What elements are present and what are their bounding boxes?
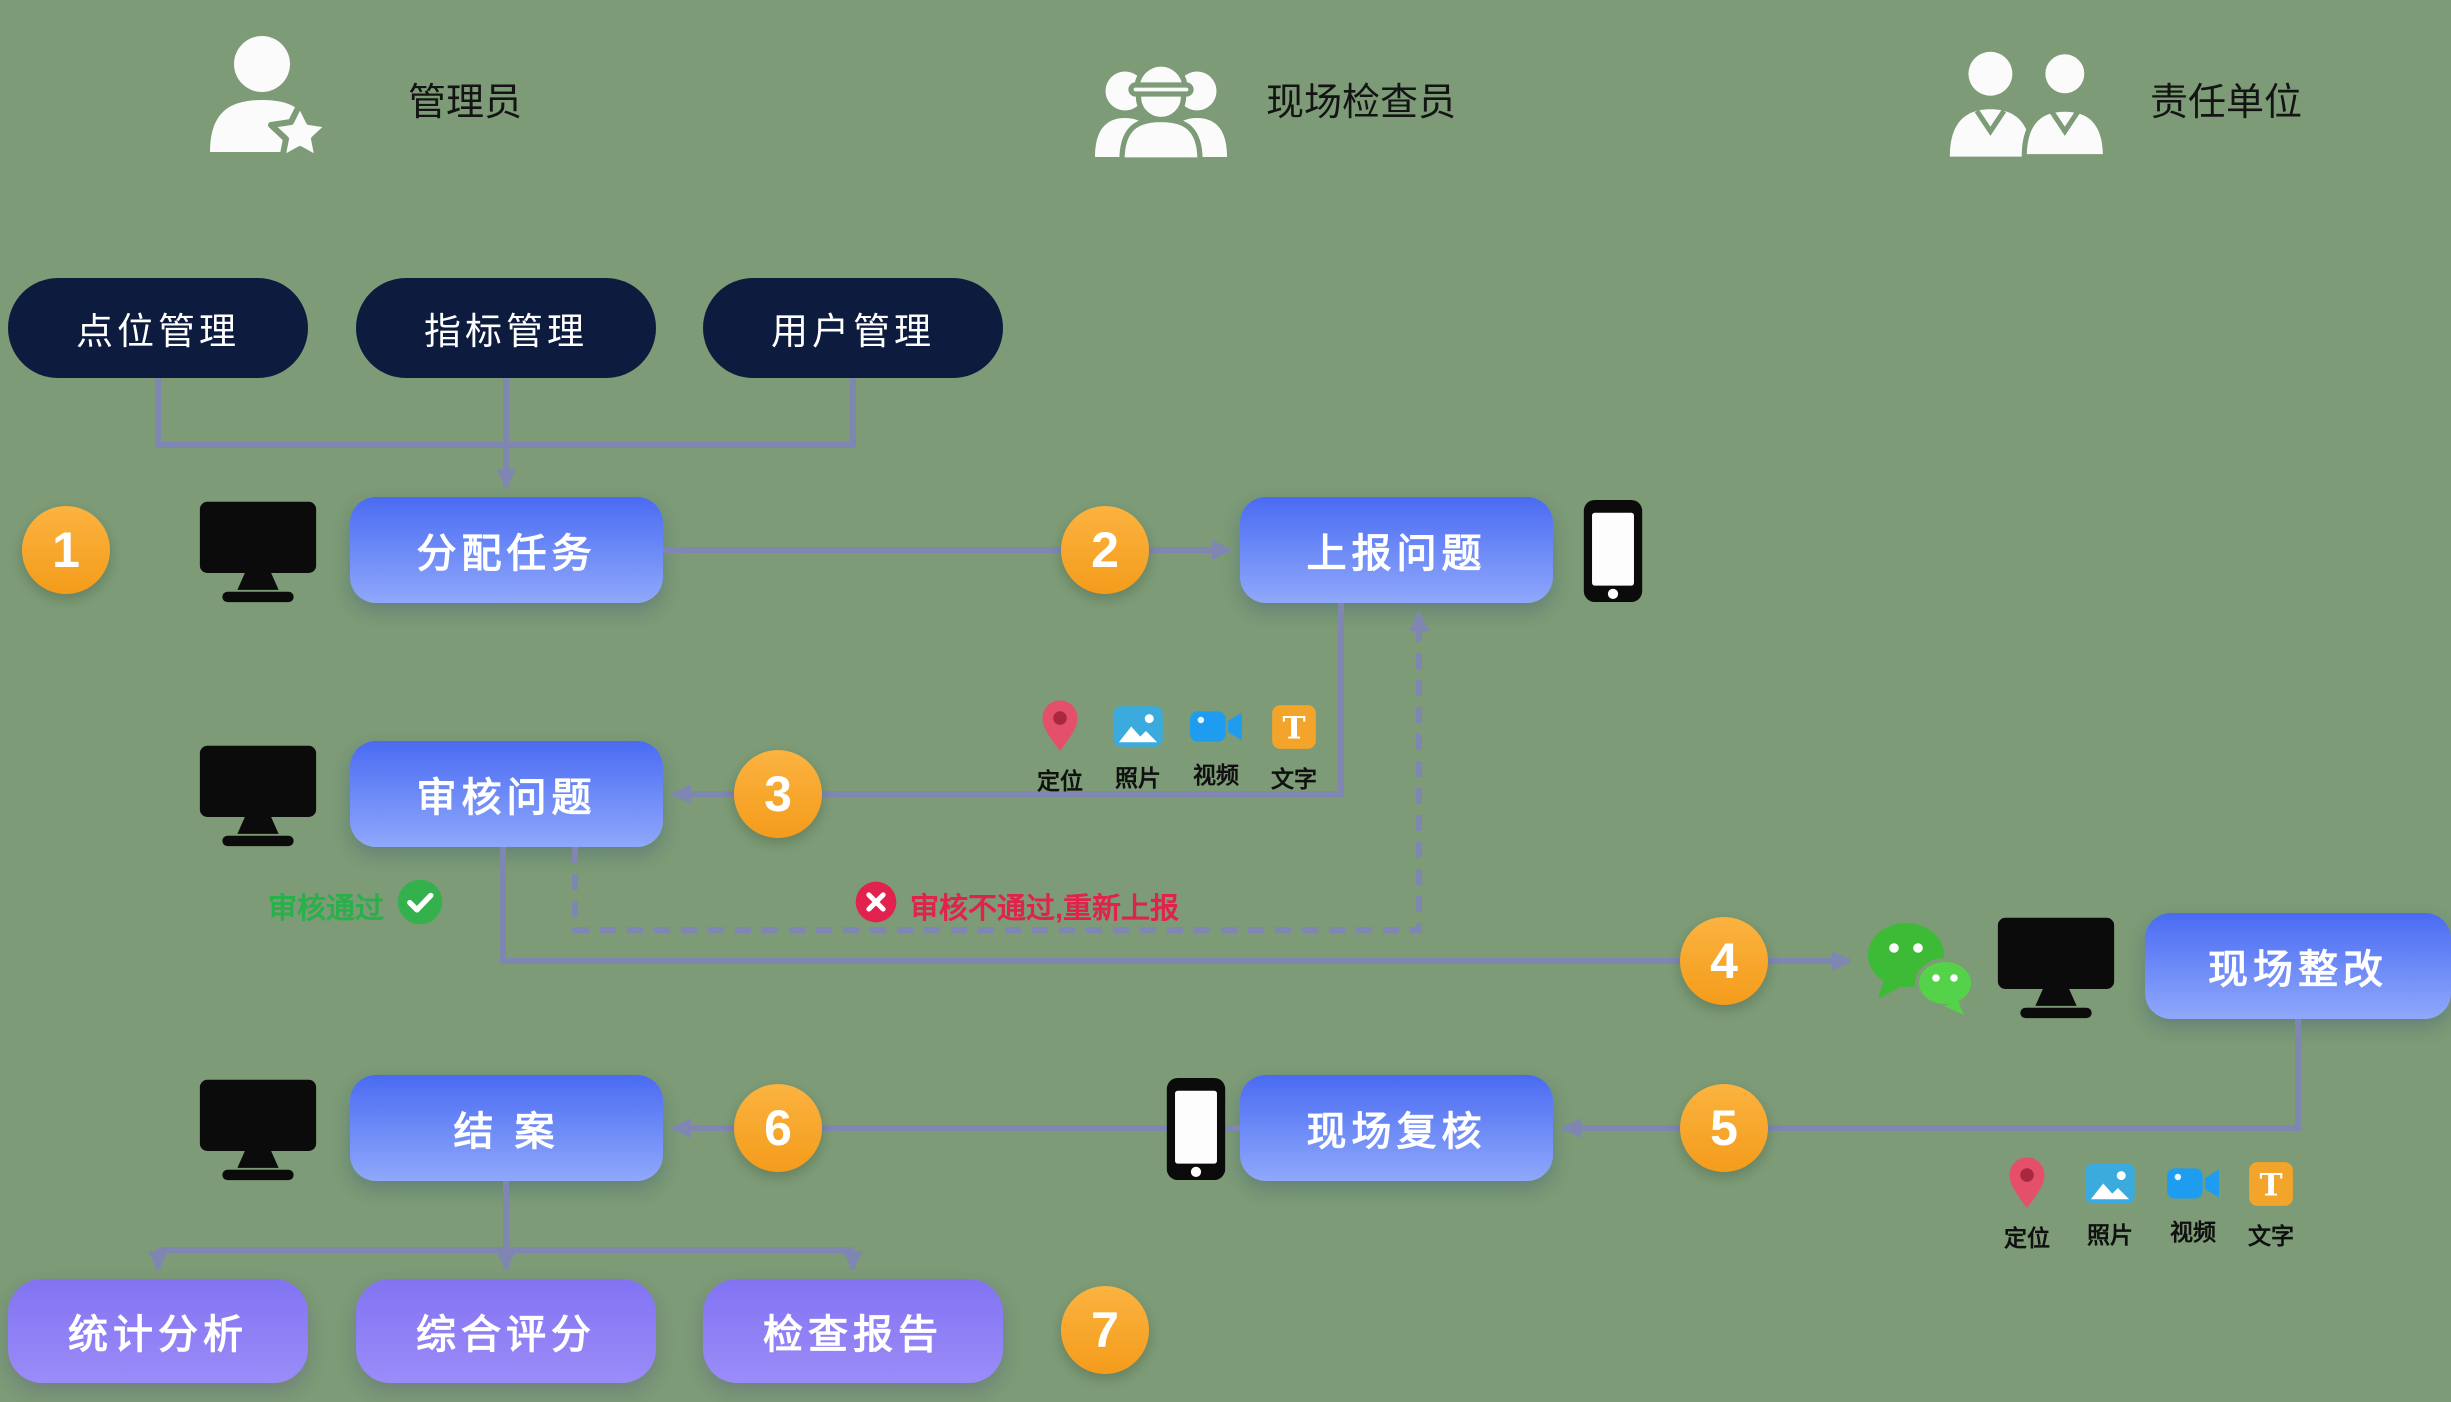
evidence-item-text: T 文字: [2229, 1161, 2313, 1251]
node-comprehensive-score: 综合评分: [356, 1279, 656, 1383]
evidence-label: 文字: [1271, 766, 1317, 792]
node-point-management: 点位管理: [8, 278, 308, 378]
evidence-label: 定位: [2004, 1225, 2050, 1251]
monitor-icon: [198, 742, 318, 852]
node-statistics-analysis: 统计分析: [8, 1279, 308, 1383]
evidence-label: 定位: [1037, 768, 1083, 794]
evidence-label: 文字: [2248, 1223, 2294, 1249]
step-badge-2: 2: [1061, 506, 1149, 594]
evidence-item-location: 定位: [1018, 700, 1102, 796]
check-circle-icon: [396, 878, 444, 934]
step-badge-3: 3: [734, 750, 822, 838]
evidence-item-video: 视频: [2151, 1164, 2235, 1247]
phone-icon: [1165, 1076, 1227, 1187]
video-icon: [2166, 1164, 2220, 1208]
admin-user-icon: [196, 28, 336, 173]
svg-text:T: T: [1282, 711, 1305, 747]
review-pass-status: 审核通过: [268, 878, 444, 934]
role-label-responsible-unit: 责任单位: [2150, 82, 2303, 124]
evidence-label: 照片: [1115, 765, 1161, 791]
monitor-icon: [1996, 914, 2116, 1024]
node-inspection-report: 检查报告: [703, 1279, 1003, 1383]
node-onsite-recheck: 现场复核: [1240, 1075, 1553, 1181]
review-fail-status: 审核不通过,重新上报: [854, 880, 1179, 932]
step-badge-5: 5: [1680, 1084, 1768, 1172]
phone-icon: [1582, 498, 1644, 609]
cross-circle-icon: [854, 880, 898, 932]
wechat-icon: [1866, 919, 1975, 1020]
evidence-item-location: 定位: [1985, 1157, 2069, 1253]
evidence-label: 视频: [2170, 1219, 2216, 1245]
evidence-item-photo: 照片: [1096, 704, 1180, 793]
video-icon: [1189, 707, 1243, 751]
review-fail-label: 审核不通过,重新上报: [910, 893, 1180, 925]
node-indicator-management: 指标管理: [356, 278, 656, 378]
step-badge-1: 1: [22, 506, 110, 594]
location-pin-icon: [1039, 700, 1081, 757]
node-onsite-rectification: 现场整改: [2145, 913, 2451, 1019]
node-review-issue: 审核问题: [350, 741, 663, 847]
responsible-unit-icon: [1946, 45, 2116, 165]
inspector-group-icon: [1086, 40, 1236, 165]
node-report-issue: 上报问题: [1240, 497, 1553, 603]
evidence-item-text: T 文字: [1252, 704, 1336, 794]
monitor-icon: [198, 1076, 318, 1186]
evidence-label: 照片: [2087, 1222, 2133, 1248]
step-badge-7: 7: [1061, 1286, 1149, 1374]
step-badge-6: 6: [734, 1084, 822, 1172]
monitor-icon: [198, 498, 318, 608]
evidence-item-video: 视频: [1174, 707, 1258, 790]
text-icon: T: [1271, 704, 1317, 755]
role-label-administrator: 管理员: [408, 82, 523, 124]
step-badge-4: 4: [1680, 917, 1768, 1005]
review-pass-label: 审核通过: [268, 893, 385, 925]
location-pin-icon: [2006, 1157, 2048, 1214]
role-label-inspector: 现场检查员: [1266, 82, 1457, 124]
node-user-management: 用户管理: [703, 278, 1003, 378]
text-icon: T: [2248, 1161, 2294, 1212]
photo-icon: [2084, 1161, 2136, 1211]
node-assign-task: 分配任务: [350, 497, 663, 603]
node-close-case: 结 案: [350, 1075, 663, 1181]
evidence-label: 视频: [1193, 762, 1239, 788]
svg-text:T: T: [2259, 1168, 2282, 1204]
evidence-item-photo: 照片: [2068, 1161, 2152, 1250]
photo-icon: [1112, 704, 1164, 754]
